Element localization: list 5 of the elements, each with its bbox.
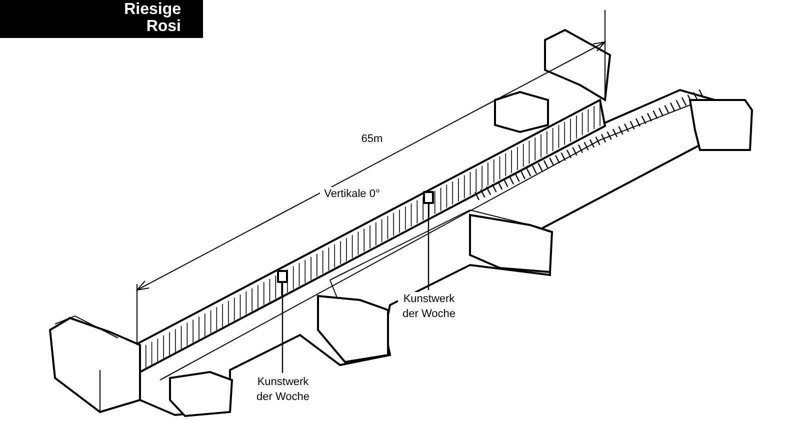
leader-line xyxy=(428,204,430,290)
artwork-frame xyxy=(423,191,434,204)
title-banner: Riesige Rosi xyxy=(0,0,203,38)
artwork-frame xyxy=(277,270,288,283)
leader-line xyxy=(282,283,284,373)
